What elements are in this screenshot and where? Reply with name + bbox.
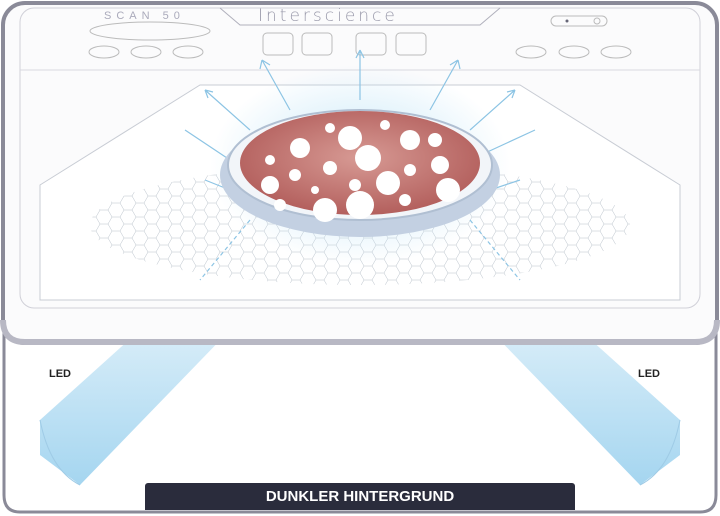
brand-logo: Interscience [258, 6, 398, 26]
colonies [261, 120, 460, 222]
led-beam-left [40, 330, 230, 485]
control-button [88, 45, 120, 59]
control-button [130, 45, 162, 59]
display-window [89, 21, 211, 41]
plus-minus-button [262, 32, 294, 56]
up-down-button [355, 32, 387, 56]
light-arrows [184, 49, 536, 281]
lower-chamber [2, 330, 718, 514]
plus-minus-button [301, 32, 333, 56]
control-button [172, 45, 204, 59]
led-left-label: LED [49, 368, 71, 380]
dark-background-label: DUNKLER HINTERGRUND [145, 483, 575, 510]
petri-dish [220, 109, 500, 237]
power-switch [550, 15, 608, 27]
control-button [600, 45, 632, 59]
control-button [558, 45, 590, 59]
power-icon [593, 17, 601, 25]
plus-minus-button [395, 32, 427, 56]
led-beam-right [490, 330, 680, 485]
led-right-label: LED [638, 368, 660, 380]
control-button [515, 45, 547, 59]
top-panel [0, 1, 720, 345]
model-label: SCAN 50 [104, 10, 185, 22]
